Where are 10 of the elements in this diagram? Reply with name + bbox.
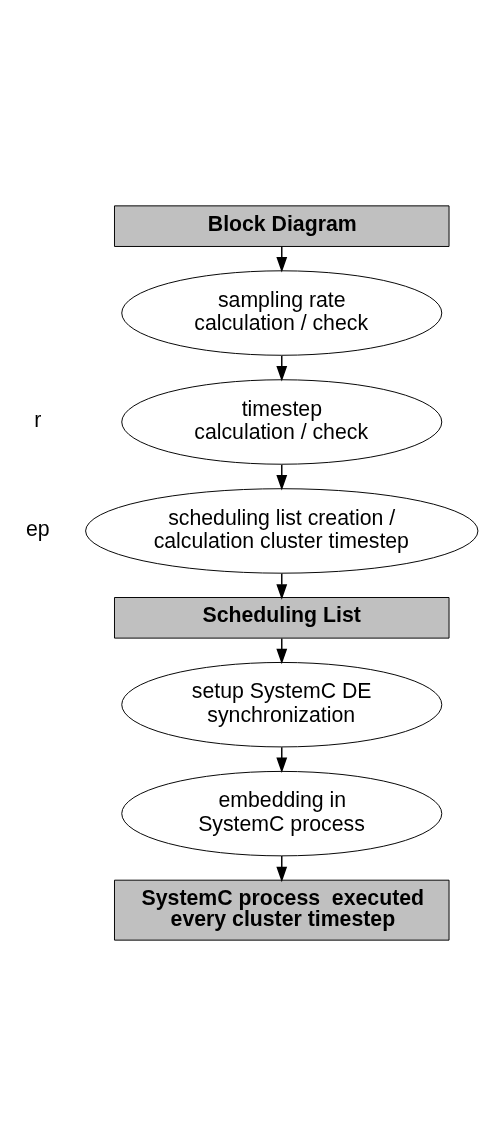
node-box: SystemC process executed every cluster timestep xyxy=(114,879,450,941)
node-ellipse: timestep calculation / check xyxy=(121,378,443,465)
node-box: Block Diagram xyxy=(114,204,450,247)
node-ellipse: embedding in SystemC process xyxy=(121,770,443,856)
node-ellipse: sampling rate calculation / check xyxy=(121,269,443,356)
node-ellipse: scheduling list creation / calculation cluster timestep xyxy=(85,487,479,574)
node-ellipse: setup SystemC DE synchronization xyxy=(121,661,443,747)
label: ep xyxy=(26,516,50,541)
node-box: Scheduling List xyxy=(114,596,450,639)
label: r xyxy=(34,407,42,432)
